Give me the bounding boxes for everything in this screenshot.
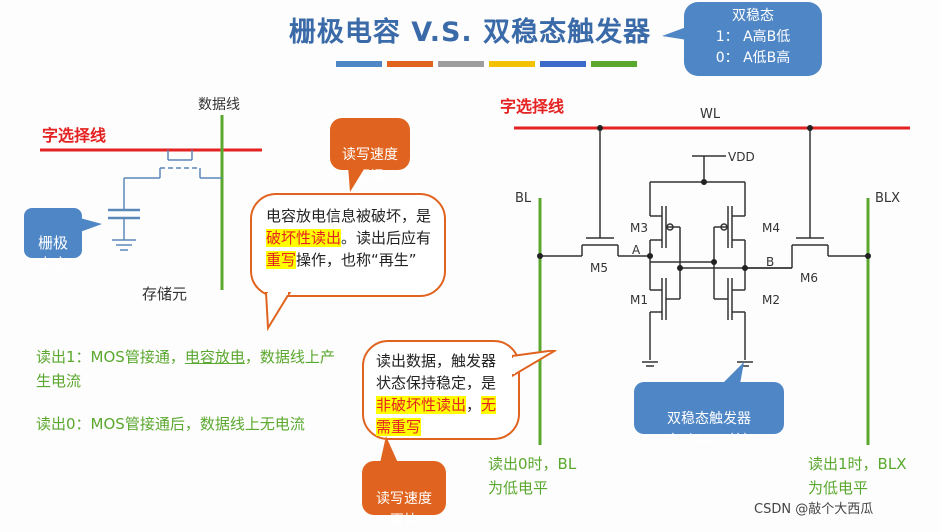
nondestructive-read-highlight: 非破坏性读出 [376,396,467,414]
vdd-label: VDD [728,150,755,164]
m1-label: M1 [630,293,648,307]
sram-flipflop-circuit: WL VDD BL BLX M3 M4 M1 M2 M5 M6 A B [514,107,910,445]
callout-pointer [722,362,744,384]
capacitor-cell-circuit [40,115,262,290]
faster-speed-text: 读写速度 更快 [376,491,432,529]
rewrite-highlight: 重写 [266,251,297,269]
bubble-tail [264,292,292,332]
gate-capacitor-callout: 栅极 电容 [24,208,82,273]
title-stripe [489,61,535,67]
read-one-text: ，数据线上产生电流 [36,348,335,390]
destructive-read-bubble: 电容放电信息被破坏，是破坏性读出。读出后应有重写操作，也称“再生” [250,193,446,297]
m4-label: M4 [762,221,780,235]
m6-label: M6 [800,271,818,285]
nondestructive-read-bubble: 读出数据，触发器状态保持稳定，是非破坏性读出，无需重写 [362,340,520,440]
slower-speed-text: 读写速度 更慢 [342,147,398,185]
bl-label: BL [515,191,532,206]
capacitor-discharge-underline: 电容放电 [184,348,245,366]
storage-cell-label: 存储元 [142,285,188,303]
title-stripe [540,61,586,67]
bubble-text: 电容放电信息被破坏，是 [266,207,432,225]
flipflop-callout-text: 双稳态触发器 （6个MOS管） [660,411,758,449]
node-a-label: A [632,243,641,257]
left-word-select-label: 字选择线 [42,126,107,145]
bistable-callout-state0: 0： A低B高 [715,50,791,66]
callout-pointer [380,436,398,463]
bistable-callout-title: 双稳态 [732,8,774,24]
slower-speed-callout: 读写速度 更慢 [330,118,410,185]
callout-pointer [662,22,700,42]
node-b-label: B [766,255,774,269]
title-stripe [591,61,637,67]
read-one-text: 读出1：MOS管接通， [36,348,185,366]
destructive-read-highlight: 破坏性读出 [266,229,342,247]
bubble-text: 操作，也称“再生” [296,251,417,269]
callout-pointer [80,218,102,232]
title-stripe [438,61,484,67]
read-one-explanation: 读出1：MOS管接通，电容放电，数据线上产生电流 [36,345,336,393]
flipflop-callout: 双稳态触发器 （6个MOS管） [634,382,784,449]
page-title: 栅极电容 V.S. 双稳态触发器 [288,17,652,48]
title-stripe [387,61,433,67]
bubble-tail [512,350,557,378]
m3-label: M3 [630,221,648,235]
bubble-text: 读出数据，触发器状态保持稳定，是 [376,352,497,392]
faster-speed-callout: 读写速度 更快 [362,461,446,529]
right-word-select-label: 字选择线 [500,97,565,116]
callout-pointer [348,166,366,192]
blx-label: BLX [875,191,900,206]
read-one-blx-text: 读出1时，BLX 为低电平 [808,455,907,497]
read-zero-explanation: 读出0：MOS管接通后，数据线上无电流 [36,415,305,433]
wl-label: WL [700,107,721,122]
title-stripe [336,61,382,67]
bistable-state-callout: 双稳态 1： A高B低 0： A低B高 [684,2,822,76]
data-line-label: 数据线 [198,97,240,113]
m2-label: M2 [762,293,780,307]
gate-capacitor-callout-text: 栅极 电容 [37,234,68,273]
read-zero-bl-text: 读出0时，BL 为低电平 [488,455,577,497]
bistable-callout-state1: 1： A高B低 [715,29,791,45]
bubble-text: 。读出后应有 [341,229,432,247]
m5-label: M5 [590,261,608,275]
watermark: CSDN @敲个大西瓜 [754,502,874,517]
bubble-text: ， [466,396,482,414]
